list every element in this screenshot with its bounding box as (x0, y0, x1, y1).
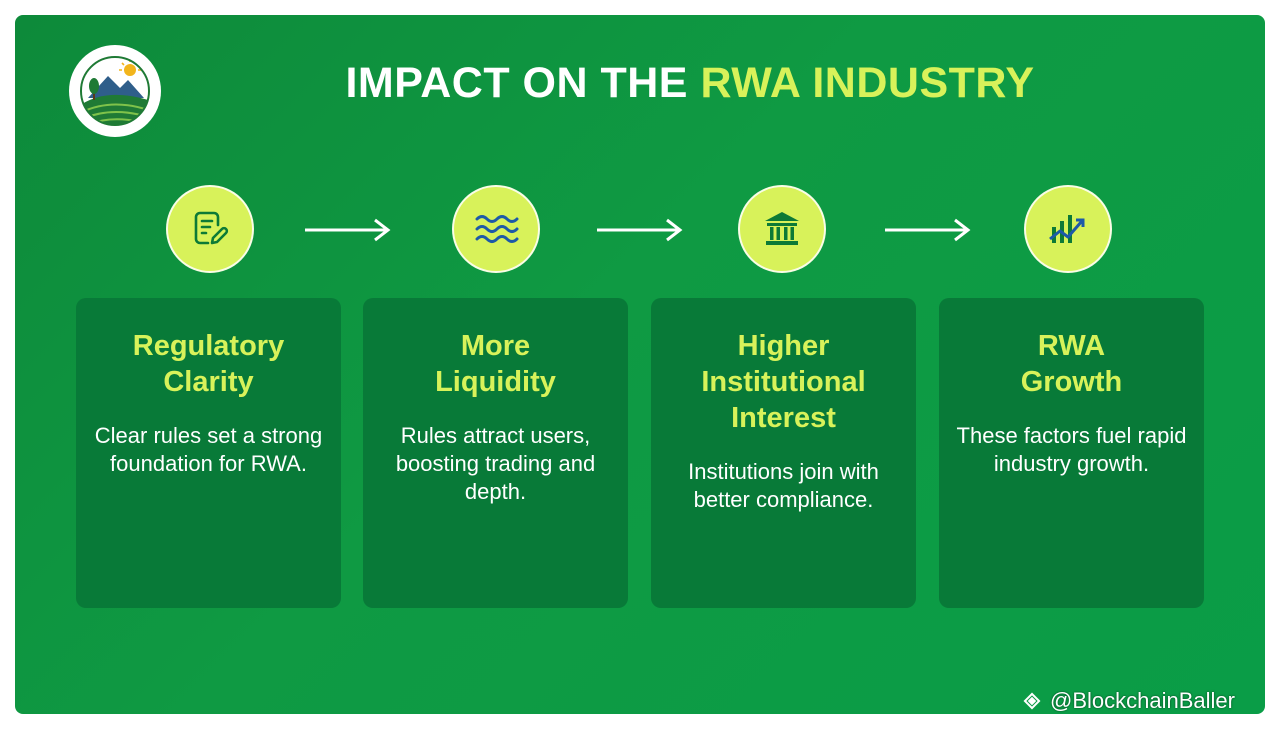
card-description: Institutions join with better compliance… (688, 459, 879, 512)
title-highlight: RWA INDUSTRY (700, 59, 1035, 107)
watermark: @BlockchainBaller (1020, 688, 1235, 714)
page-title: IMPACT ON THE RWA INDUSTRY (15, 59, 1265, 108)
card-title-line: Clarity (163, 366, 254, 398)
card-title-line: More (460, 330, 531, 362)
arrow-3-icon (885, 218, 971, 242)
infographic-panel: IMPACT ON THE RWA INDUSTRY (15, 15, 1265, 714)
landscape-sun-logo-icon (80, 56, 150, 126)
step-1-icon-circle (166, 185, 254, 273)
waves-icon (475, 215, 519, 243)
document-edit-icon (194, 211, 229, 245)
step-3-icon-circle (738, 185, 826, 273)
card-more-liquidity: More Liquidity Rules attract users, boos… (363, 298, 628, 608)
card-rwa-growth: RWA Growth These factors fuel rapid indu… (939, 298, 1204, 608)
step-2-icon-circle (452, 185, 540, 273)
arrow-1-icon (305, 218, 391, 242)
card-regulatory-clarity: Regulatory Clarity Clear rules set a str… (76, 298, 341, 608)
card-description: Rules attract users, boosting trading an… (395, 423, 596, 504)
card-title-line: Regulatory (132, 330, 285, 362)
arrow-2-icon (597, 218, 683, 242)
binance-diamond-icon (1023, 692, 1041, 710)
card-description: Clear rules set a strong foundation for … (94, 423, 323, 476)
bank-building-icon (765, 212, 799, 245)
card-description: These factors fuel rapid industry growth… (956, 423, 1187, 476)
brand-logo (69, 45, 161, 137)
card-title-line: Institutional (701, 366, 866, 398)
card-title: Higher Institutional Interest (667, 328, 900, 436)
card-title: More Liquidity (379, 328, 612, 400)
step-4-icon-circle (1024, 185, 1112, 273)
card-title: RWA Growth (955, 328, 1188, 400)
card-title-line: RWA (1037, 330, 1106, 362)
title-prefix: IMPACT ON THE (345, 59, 688, 107)
card-title: Regulatory Clarity (92, 328, 325, 400)
card-higher-institutional-interest: Higher Institutional Interest Institutio… (651, 298, 916, 608)
growth-chart-icon (1049, 215, 1085, 243)
card-title-line: Growth (1020, 366, 1123, 398)
card-title-line: Liquidity (435, 366, 556, 398)
watermark-text: @BlockchainBaller (1050, 688, 1235, 713)
card-title-line: Interest (731, 402, 836, 434)
card-title-line: Higher (737, 330, 830, 362)
